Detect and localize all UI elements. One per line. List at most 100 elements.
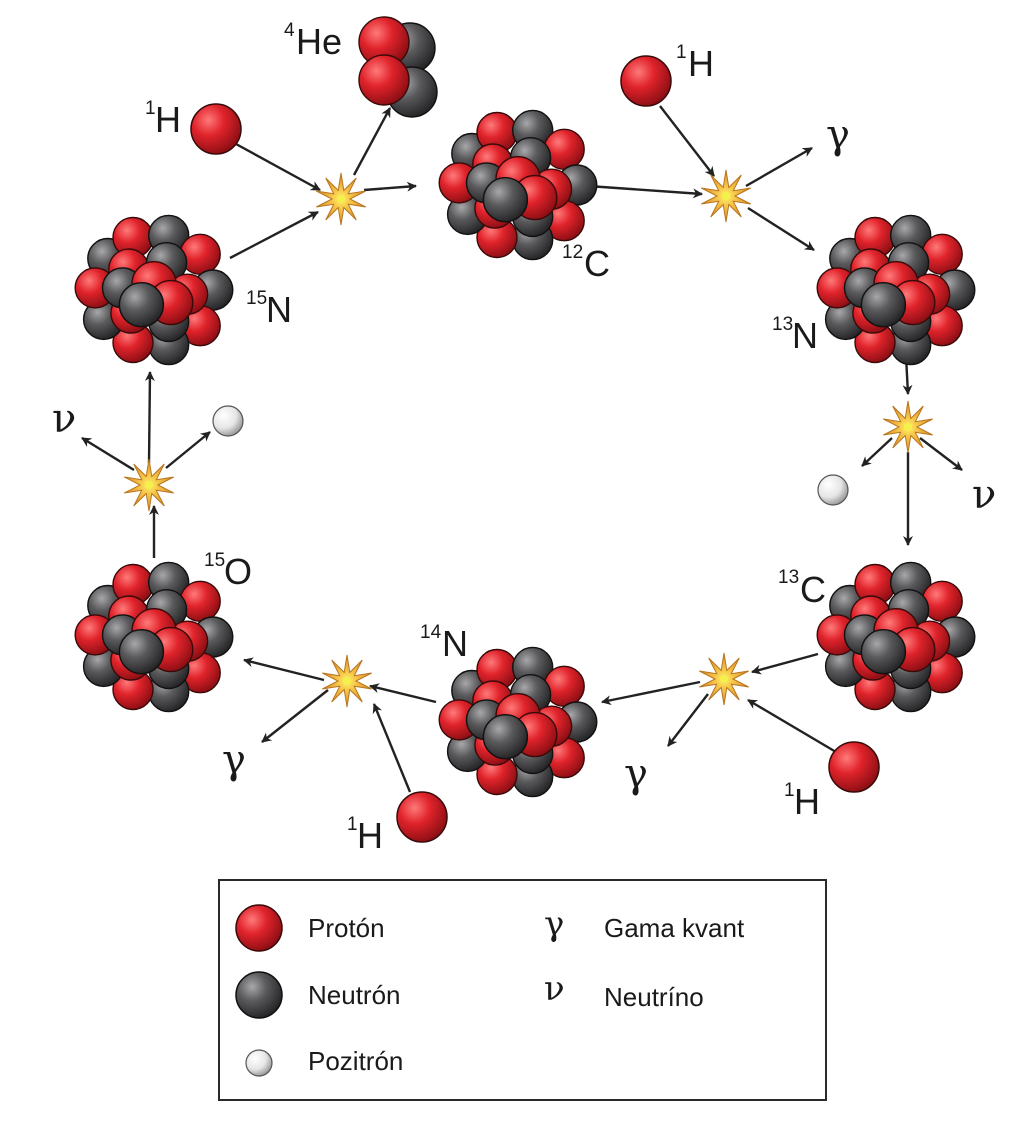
legend-gamma-label: Gama kvant: [604, 913, 745, 943]
reaction-arrow: [751, 652, 819, 675]
reaction-arrow: [919, 437, 963, 471]
svg-text:13: 13: [772, 314, 793, 335]
label-h1-bottom-right: 1 H: [784, 780, 820, 822]
reaction-arrow: [667, 693, 709, 747]
svg-text:14: 14: [420, 622, 442, 643]
neutron-sphere: [860, 282, 907, 328]
reaction-arrow: [261, 689, 329, 743]
reaction-arrow: [229, 210, 319, 260]
reaction-star-core: [145, 481, 153, 489]
nucleus-n13: [816, 214, 976, 366]
label-c13: 13 C: [778, 567, 826, 610]
reaction-arrow: [369, 683, 437, 704]
reaction-arrow: [372, 703, 412, 793]
neutron-sphere: [118, 629, 165, 675]
svg-text:N: N: [266, 289, 292, 330]
reaction-arrow: [861, 437, 893, 467]
incoming-protons: [190, 55, 880, 843]
label-n13: 13 N: [772, 314, 818, 356]
reaction-star-core: [337, 195, 345, 203]
svg-text:15: 15: [246, 288, 267, 309]
label-h1-top-left: 1 H: [145, 98, 181, 140]
svg-text:H: H: [155, 99, 181, 140]
legend-neutron-label: Neutrón: [308, 980, 401, 1010]
legend-neutrino-label: Neutríno: [604, 982, 704, 1012]
svg-text:1: 1: [347, 814, 358, 835]
proton-h1-bottom-right: [828, 741, 880, 793]
legend-box: [218, 879, 827, 1101]
svg-text:1: 1: [784, 780, 795, 801]
gamma-label-bottom-left: γ: [222, 737, 246, 783]
reaction-arrows: [81, 105, 963, 793]
svg-text:N: N: [442, 623, 468, 664]
svg-text:N: N: [792, 315, 818, 356]
proton-h1-top-right: [620, 55, 672, 107]
svg-text:O: O: [224, 551, 252, 592]
neutron-sphere: [482, 176, 529, 223]
legend-neutron-icon: [235, 971, 283, 1019]
legend-gamma-symbol: γ: [544, 904, 564, 944]
legend-proton-icon: [235, 904, 283, 952]
reaction-star-core: [343, 677, 351, 685]
svg-text:13: 13: [778, 567, 799, 588]
neutrino-label-right: ν: [972, 472, 996, 518]
label-c12: 12 C: [562, 242, 610, 284]
legend-positron-icon: [245, 1049, 273, 1077]
svg-text:H: H: [688, 43, 714, 84]
label-n14: 14 N: [420, 622, 468, 664]
reaction-arrow: [747, 206, 815, 252]
reaction-stars: [124, 169, 933, 708]
neutron-sphere: [860, 629, 907, 675]
reaction-star-core: [904, 423, 912, 431]
svg-text:C: C: [800, 569, 826, 610]
svg-text:He: He: [296, 21, 342, 62]
reaction-arrow: [745, 146, 813, 188]
reaction-arrow: [747, 698, 837, 754]
reaction-star-core: [722, 192, 730, 200]
legend-positron-label: Pozitrón: [308, 1046, 403, 1076]
positrons: [212, 405, 849, 506]
svg-text:15: 15: [204, 550, 225, 571]
label-o15: 15 O: [204, 550, 252, 592]
label-he4: 4 He: [284, 20, 342, 62]
reaction-star-core: [720, 675, 728, 683]
reaction-arrow: [363, 181, 417, 192]
neutron-sphere: [482, 714, 529, 760]
svg-text:C: C: [584, 243, 610, 284]
label-h1-top-right: 1 H: [676, 42, 714, 84]
neutron-sphere: [118, 282, 165, 328]
nucleus-c13: [816, 561, 976, 713]
gamma-label-top-right: γ: [826, 112, 850, 158]
svg-text:1: 1: [145, 98, 156, 119]
nucleus-he4: [358, 16, 438, 118]
reaction-arrow: [235, 142, 321, 192]
reaction-arrow: [243, 657, 325, 682]
proton-h1-bottom-left: [396, 791, 448, 843]
legend-proton-label: Protón: [308, 913, 385, 943]
nucleus-c12: [438, 109, 598, 261]
svg-text:1: 1: [676, 42, 687, 63]
proton-h1-top-left: [190, 103, 242, 155]
nucleus-n14: [438, 646, 598, 798]
nuclei: [74, 16, 976, 798]
reaction-arrow: [144, 371, 155, 464]
svg-text:4: 4: [284, 20, 295, 41]
neutrino-label-left: ν: [52, 396, 76, 442]
label-n15: 15 N: [246, 288, 292, 330]
positron-left: [212, 405, 244, 437]
nucleus-o15: [74, 561, 234, 713]
reaction-arrow: [587, 184, 703, 199]
reaction-arrow: [352, 107, 392, 176]
reaction-arrow: [165, 431, 211, 469]
gamma-label-bottom-right: γ: [624, 751, 648, 797]
svg-text:H: H: [794, 781, 820, 822]
legend-neutrino-symbol: ν: [544, 969, 565, 1009]
positron-right: [817, 474, 849, 506]
label-h1-bottom-left: 1 H: [347, 814, 383, 856]
proton-sphere: [358, 54, 410, 106]
reaction-arrow: [81, 436, 135, 472]
legend: Protón Neutrón Pozitrón γ Gama kvant ν N…: [218, 879, 827, 1101]
reaction-arrow: [601, 680, 701, 706]
reaction-arrow: [659, 105, 715, 177]
